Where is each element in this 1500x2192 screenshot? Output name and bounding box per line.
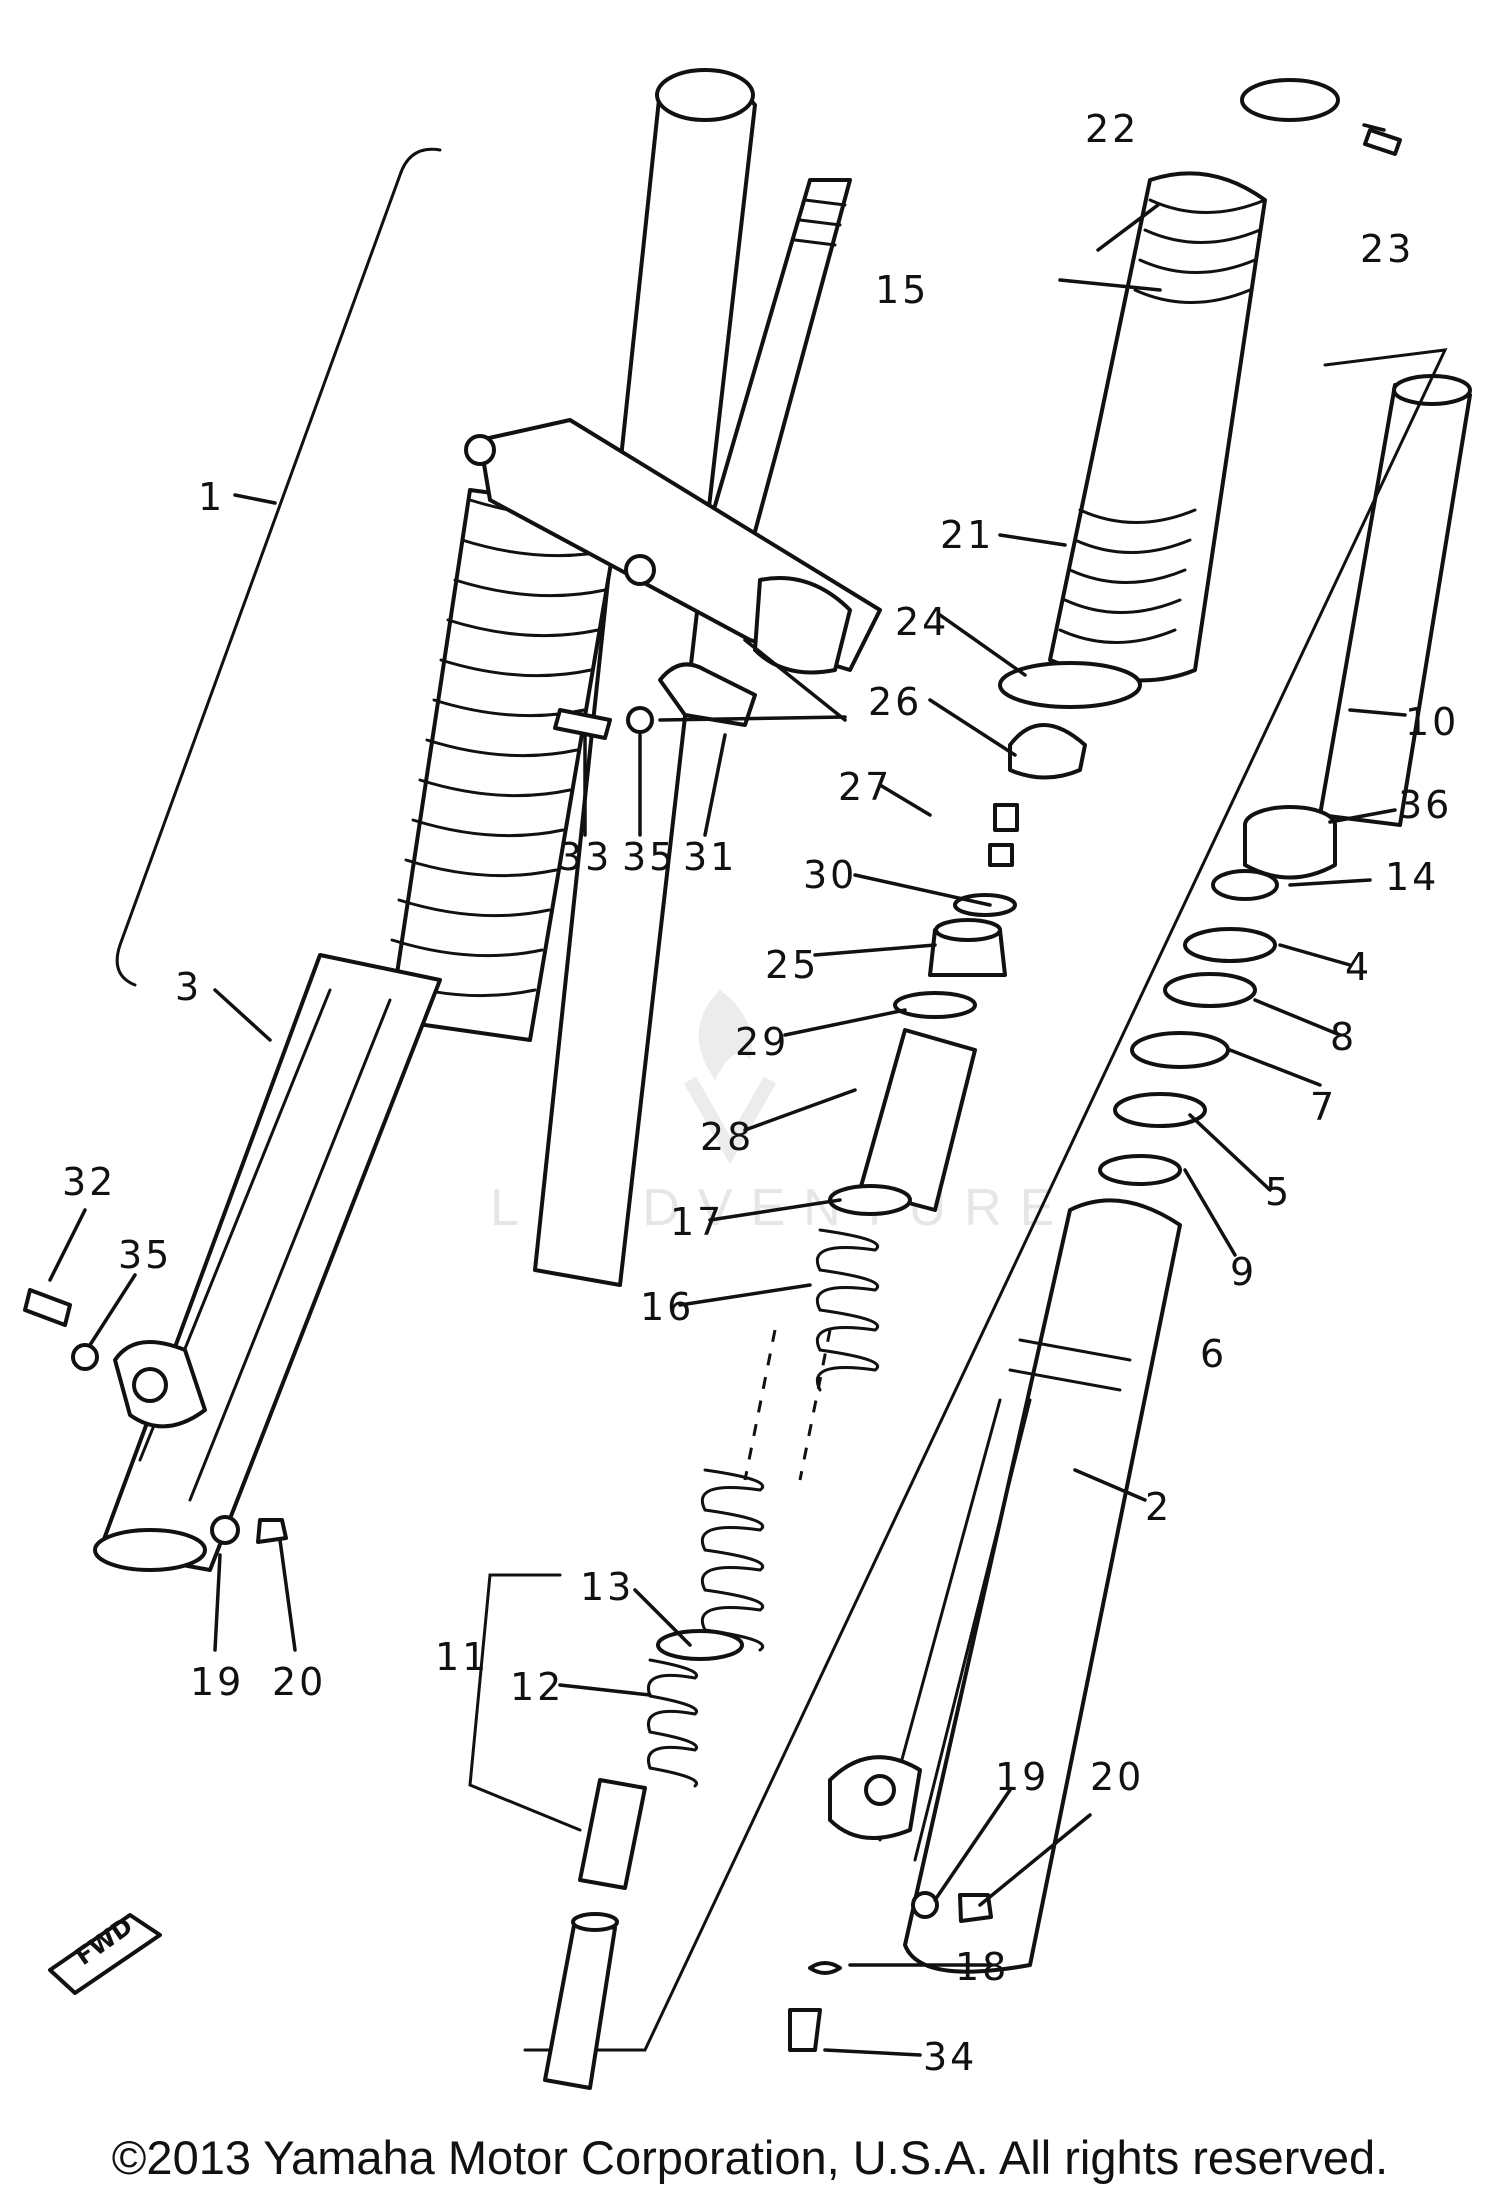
callout-30: 30: [803, 853, 857, 897]
callout-18: 18: [955, 1945, 1009, 1989]
callout-14: 14: [1385, 855, 1439, 899]
callout-9: 9: [1230, 1250, 1257, 1294]
callout-24: 24: [895, 600, 949, 644]
callout-35-left: 35: [118, 1233, 172, 1277]
callout-36: 36: [1398, 783, 1452, 827]
callout-27: 27: [838, 765, 892, 809]
callout-19-right: 19: [995, 1755, 1049, 1799]
callout-11: 11: [435, 1635, 489, 1679]
callout-25: 25: [765, 943, 819, 987]
callout-7: 7: [1310, 1085, 1337, 1129]
callout-31: 31: [683, 835, 737, 879]
callout-28: 28: [700, 1115, 754, 1159]
damper-rod-assembly: [468, 723, 1087, 2090]
leader-lines: [48, 123, 1407, 2057]
callout-6: 6: [1200, 1332, 1227, 1376]
callout-8: 8: [1330, 1015, 1357, 1059]
callout-labels: 1 2 3 4 5 6 7 8 9 10 11 12 13 14 15 16 1…: [62, 107, 1459, 2079]
callout-33: 33: [558, 835, 612, 879]
callout-20-left: 20: [272, 1660, 326, 1704]
left-fork-assembly: [93, 68, 757, 1572]
callout-22: 22: [1085, 107, 1139, 151]
callout-23: 23: [1360, 227, 1414, 271]
forward-direction-badge: FWD: [48, 1912, 162, 1995]
callout-2: 2: [1145, 1485, 1172, 1529]
callout-20-right: 20: [1090, 1755, 1144, 1799]
callout-32: 32: [62, 1160, 116, 1204]
callout-12: 12: [510, 1665, 564, 1709]
callout-5: 5: [1265, 1170, 1292, 1214]
callout-15: 15: [875, 268, 929, 312]
callout-13: 13: [580, 1565, 634, 1609]
callout-26: 26: [868, 680, 922, 724]
callout-21: 21: [940, 513, 994, 557]
callout-1: 1: [198, 475, 225, 519]
callout-35-center: 35: [622, 835, 676, 879]
callout-10: 10: [1405, 700, 1459, 744]
callout-3: 3: [175, 965, 202, 1009]
steering-stem-assembly: [464, 178, 882, 675]
fasteners: [23, 1288, 993, 2052]
copyright-notice: ©2013 Yamaha Motor Corporation, U.S.A. A…: [111, 2131, 1389, 2184]
callout-17: 17: [670, 1200, 724, 1244]
callout-19-left: 19: [190, 1660, 244, 1704]
callout-29: 29: [735, 1020, 789, 1064]
callout-4: 4: [1345, 945, 1372, 989]
callout-16: 16: [640, 1285, 694, 1329]
lower-bracket: [553, 662, 757, 740]
right-fork-assembly: [523, 78, 1472, 2052]
callout-34: 34: [923, 2035, 977, 2079]
